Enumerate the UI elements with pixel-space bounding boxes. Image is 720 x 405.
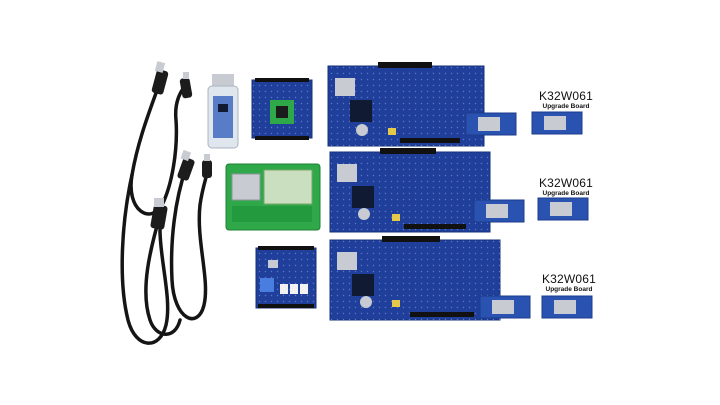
upgrade-board-label-3: K32W061 Upgrade Board (539, 273, 599, 294)
green-antenna-board (225, 163, 321, 231)
upgrade-board-label-2: K32W061 Upgrade Board (536, 177, 596, 198)
carrier-board-2 (329, 148, 525, 233)
expansion-shield-board (255, 246, 317, 309)
upgrade-board-1 (531, 111, 583, 135)
upgrade-board-3 (541, 295, 593, 319)
upgrade-board-model: K32W061 (541, 272, 597, 286)
upgrade-board-2 (537, 197, 589, 221)
upgrade-board-subtitle: Upgrade Board (545, 286, 593, 293)
shield-board-small (251, 78, 313, 140)
usb-dongle (207, 74, 239, 149)
carrier-board-3 (329, 236, 531, 321)
upgrade-board-label-1: K32W061 Upgrade Board (536, 90, 596, 111)
carrier-board-1 (327, 62, 517, 147)
upgrade-board-subtitle: Upgrade Board (542, 190, 590, 197)
upgrade-board-model: K32W061 (538, 176, 594, 190)
upgrade-board-model: K32W061 (538, 89, 594, 103)
upgrade-board-subtitle: Upgrade Board (542, 103, 590, 110)
usb-cable-2 (144, 149, 212, 336)
